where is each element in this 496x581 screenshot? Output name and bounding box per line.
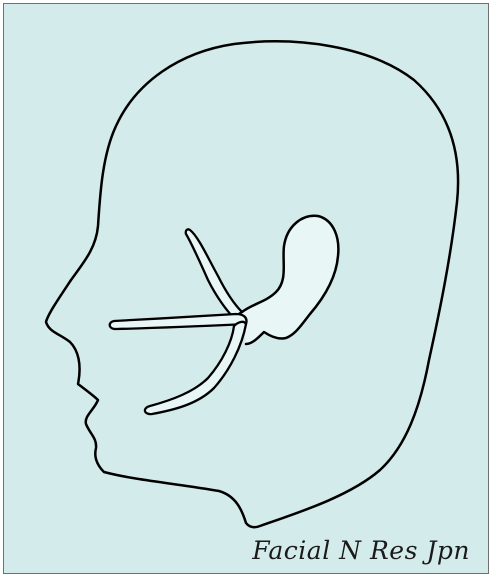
figure-frame: Facial N Res Jpn: [3, 3, 489, 574]
facial-nerve-lower-branch: [145, 322, 246, 414]
head-outline: [46, 41, 458, 527]
ear: [242, 216, 338, 344]
facial-nerve-middle-branch: [110, 314, 247, 329]
head-diagram: [4, 4, 490, 575]
facial-nerve-upper-branch: [186, 229, 242, 318]
journal-caption: Facial N Res Jpn: [252, 536, 470, 565]
